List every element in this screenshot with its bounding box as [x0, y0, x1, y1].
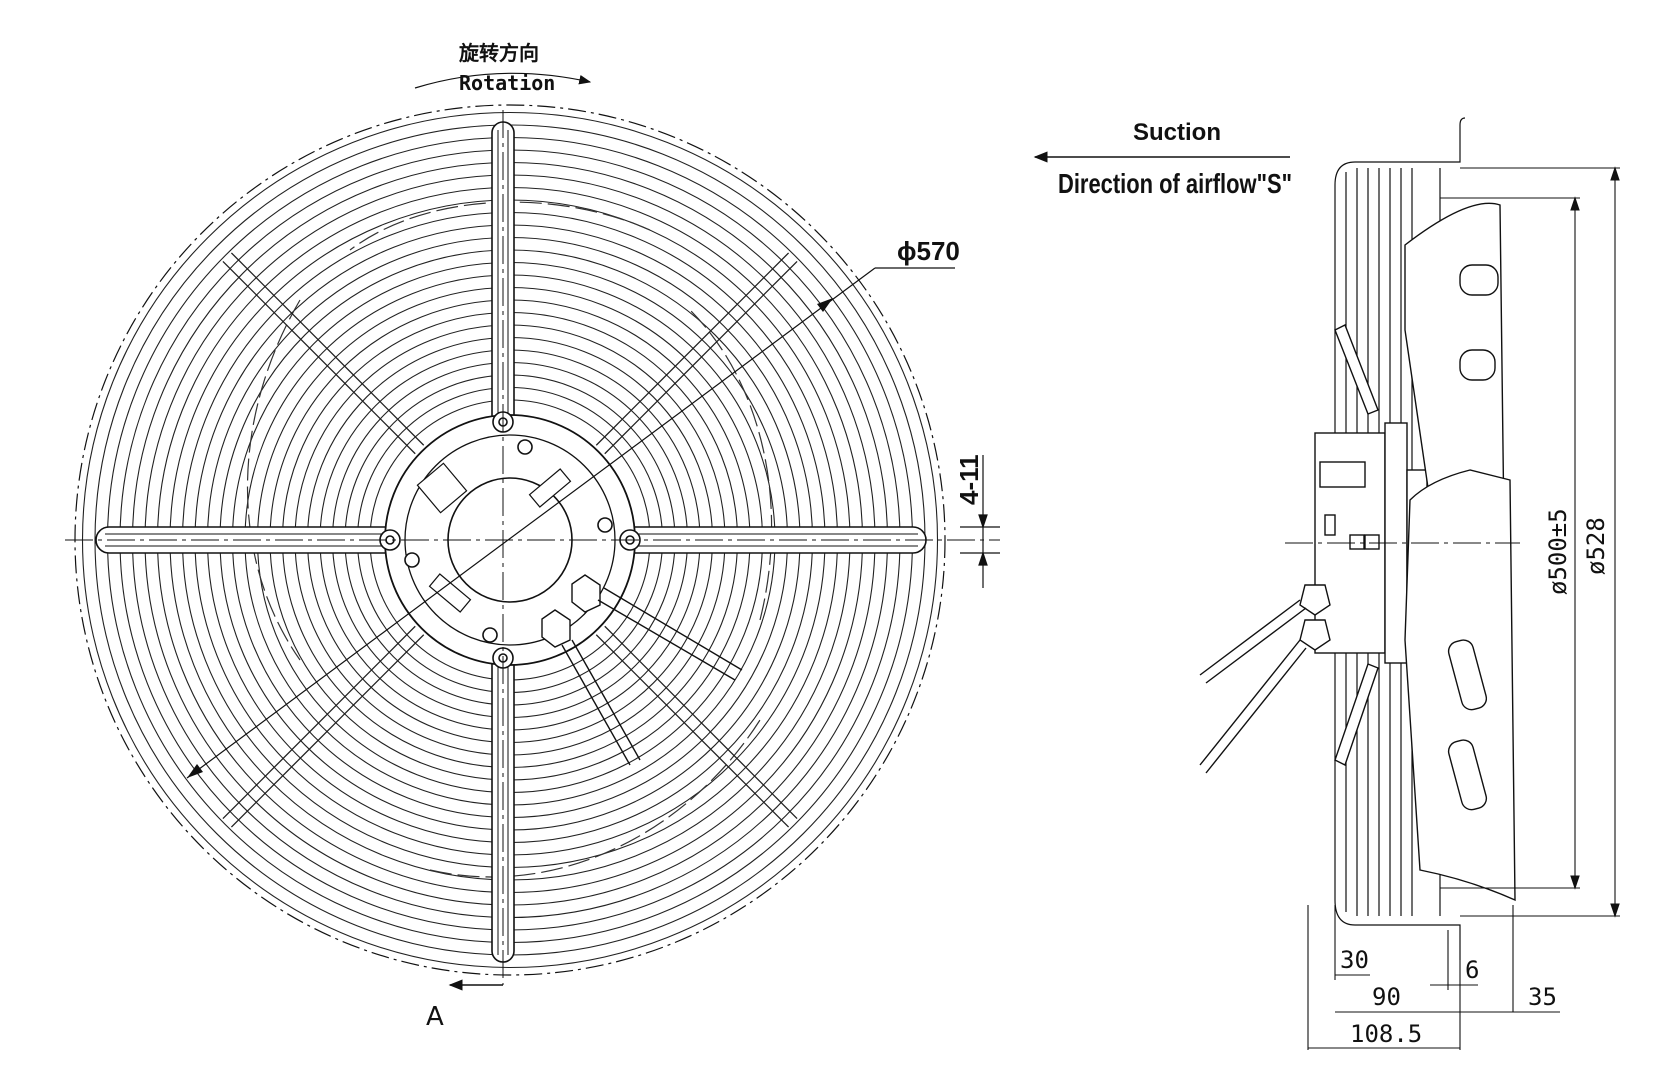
- grille-spokes: [222, 252, 798, 828]
- hub-slots: [416, 462, 572, 613]
- view-marker-a: A: [426, 1002, 444, 1032]
- grille-spoke: [222, 625, 416, 820]
- grille-spoke: [604, 260, 798, 455]
- suction-label: Suction: [1133, 119, 1221, 146]
- fan-blade-side: [1404, 202, 1516, 902]
- rotation-en: Rotation: [459, 71, 555, 95]
- diameter-leader: [186, 267, 876, 779]
- cable-glands: [541, 574, 743, 766]
- grille-spoke: [604, 625, 798, 820]
- dim-528: ø528: [1582, 517, 1610, 575]
- rotation-arrow: [414, 72, 592, 89]
- grille-spoke: [595, 252, 790, 446]
- side-cables: [1199, 584, 1331, 774]
- rotation-cn: 旋转方向: [458, 41, 539, 65]
- dim-6: 6: [1465, 956, 1479, 984]
- diameter-label: ϕ570: [897, 236, 960, 266]
- side-brackets: [1334, 324, 1379, 766]
- dim-500: ø500±5: [1544, 508, 1572, 595]
- horizontal-dimensions: [1307, 905, 1560, 1050]
- hole-dimension: [960, 455, 1000, 588]
- dim-35: 35: [1528, 983, 1557, 1011]
- dim-30: 30: [1340, 946, 1369, 974]
- airflow-direction: Direction of airflow"S": [1058, 168, 1292, 199]
- front-view: ϕ570 4-11 A 旋转方向 Rotation: [65, 41, 1000, 1032]
- vertical-dimensions: [1440, 166, 1620, 918]
- grille-spoke: [222, 260, 416, 455]
- dim-90: 90: [1372, 983, 1401, 1011]
- side-view: Suction Direction of airflow"S": [1033, 117, 1620, 1050]
- dim-108-5: 108.5: [1350, 1020, 1422, 1048]
- grille-spoke: [230, 252, 425, 446]
- grille-spoke: [230, 634, 425, 828]
- grille-spoke: [595, 634, 790, 828]
- holes-label: 4-11: [954, 454, 984, 505]
